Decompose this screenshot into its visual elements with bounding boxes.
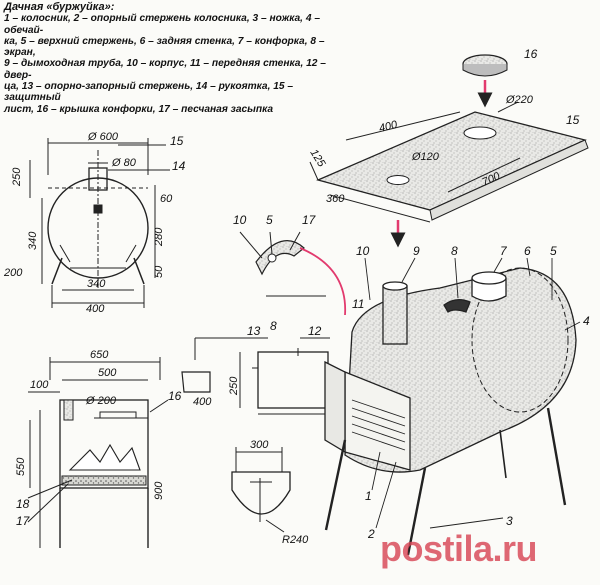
stove-label-6: 6	[524, 244, 531, 258]
front-dim-280: 280	[153, 227, 165, 247]
legend-line-3: 9 – дымоходная труба, 10 – корпус, 11 – …	[4, 58, 326, 81]
door-panel	[257, 351, 329, 409]
side-fire	[68, 443, 141, 471]
side-body	[59, 399, 149, 489]
side-chimney	[63, 399, 74, 421]
front-view	[29, 138, 170, 308]
front-dim-80: Ø 80	[111, 157, 137, 169]
chimney-pipe	[382, 285, 408, 345]
shield-dim-125: 125	[307, 147, 327, 170]
detail-label-17: 17	[302, 213, 317, 227]
stove-main	[324, 257, 581, 556]
side-dim-650: 650	[90, 349, 109, 361]
stove-label-10: 10	[356, 244, 370, 258]
stove-door	[324, 360, 346, 454]
side-dim-550: 550	[15, 457, 27, 476]
grate-plate	[231, 471, 291, 515]
shield-label-16: 16	[524, 47, 538, 61]
shield-dim-360: 360	[326, 193, 345, 205]
side-dim-500: 500	[98, 367, 117, 379]
front-handle	[93, 204, 103, 214]
grate-bars	[351, 399, 406, 451]
side-label-18: 18	[16, 497, 30, 511]
stove-label-8: 8	[451, 244, 458, 258]
legend-line-5: лист, 16 – крышка конфорки, 17 – песчана…	[4, 103, 274, 115]
shield-hole-220	[463, 126, 497, 140]
front-leg-left	[51, 257, 63, 285]
stove-label-1: 1	[365, 489, 372, 503]
burner-lid-side	[462, 64, 508, 77]
stove-label-3: 3	[506, 514, 513, 528]
front-dim-60: 60	[160, 193, 173, 205]
detail-connector	[299, 247, 346, 316]
grate-dim-300: 300	[250, 439, 269, 451]
detail-label-5: 5	[266, 213, 273, 227]
top-rod-detail	[239, 231, 346, 316]
side-burner	[99, 411, 137, 419]
front-label-15: 15	[170, 134, 184, 148]
stove-label-7: 7	[500, 244, 508, 258]
legend-line-2: ка, 5 – верхний стержень, 6 – задняя сте…	[4, 35, 325, 59]
watermark: postila.ru	[380, 528, 538, 569]
grate-detail	[231, 447, 291, 533]
front-leg-right	[133, 257, 145, 285]
shield-dim-400: 400	[378, 119, 400, 135]
burner-ring	[471, 271, 507, 285]
shield-edge	[429, 139, 589, 221]
door-dim-400: 400	[193, 396, 212, 408]
front-dim-200: 200	[3, 267, 23, 279]
stove-label-9: 9	[413, 244, 420, 258]
legend-title: Дачная «буржуйка»:	[4, 1, 115, 13]
front-label-14: 14	[172, 159, 186, 173]
side-label-16: 16	[168, 389, 182, 403]
detail-label-10: 10	[233, 213, 247, 227]
legend-line-1: 1 – колосник, 2 – опорный стержень колос…	[4, 13, 320, 36]
legend-line-4: ца, 13 – опорно-запорный стержень, 14 – …	[4, 81, 294, 104]
door-label-13: 13	[247, 324, 261, 338]
stove-label-2: 2	[367, 527, 375, 541]
front-dim-250: 250	[11, 167, 23, 187]
shield-label-15: 15	[566, 113, 580, 127]
stove-label-4: 4	[583, 314, 590, 328]
detail-label-8: 8	[270, 319, 277, 333]
shield-dim-120: Ø120	[411, 151, 440, 163]
shield-hole-120	[386, 175, 410, 185]
side-dim-200: Ø 200	[85, 395, 117, 407]
side-label-17: 17	[16, 514, 31, 528]
shield-dim-220: Ø220	[505, 94, 534, 106]
stove-label-5: 5	[550, 244, 557, 258]
front-dim-340-bottom: 340	[87, 278, 106, 290]
side-sand	[61, 475, 147, 486]
front-dim-50: 50	[153, 265, 165, 278]
front-dim-600: Ø 600	[87, 131, 119, 143]
detail-label-11: 11	[352, 297, 364, 311]
door-dim-250: 250	[228, 376, 240, 396]
shield-sheet	[309, 101, 589, 223]
side-dim-100: 100	[30, 379, 49, 391]
legend: Дачная «буржуйка»: 1 – колосник, 2 – опо…	[4, 1, 334, 115]
screen-part	[443, 298, 471, 313]
side-dim-900: 900	[153, 481, 165, 500]
front-dim-340: 340	[27, 231, 39, 250]
side-view	[27, 357, 169, 548]
grate-dim-r240: R240	[282, 534, 309, 546]
front-dim-400: 400	[86, 303, 105, 315]
door-label-12: 12	[308, 324, 322, 338]
